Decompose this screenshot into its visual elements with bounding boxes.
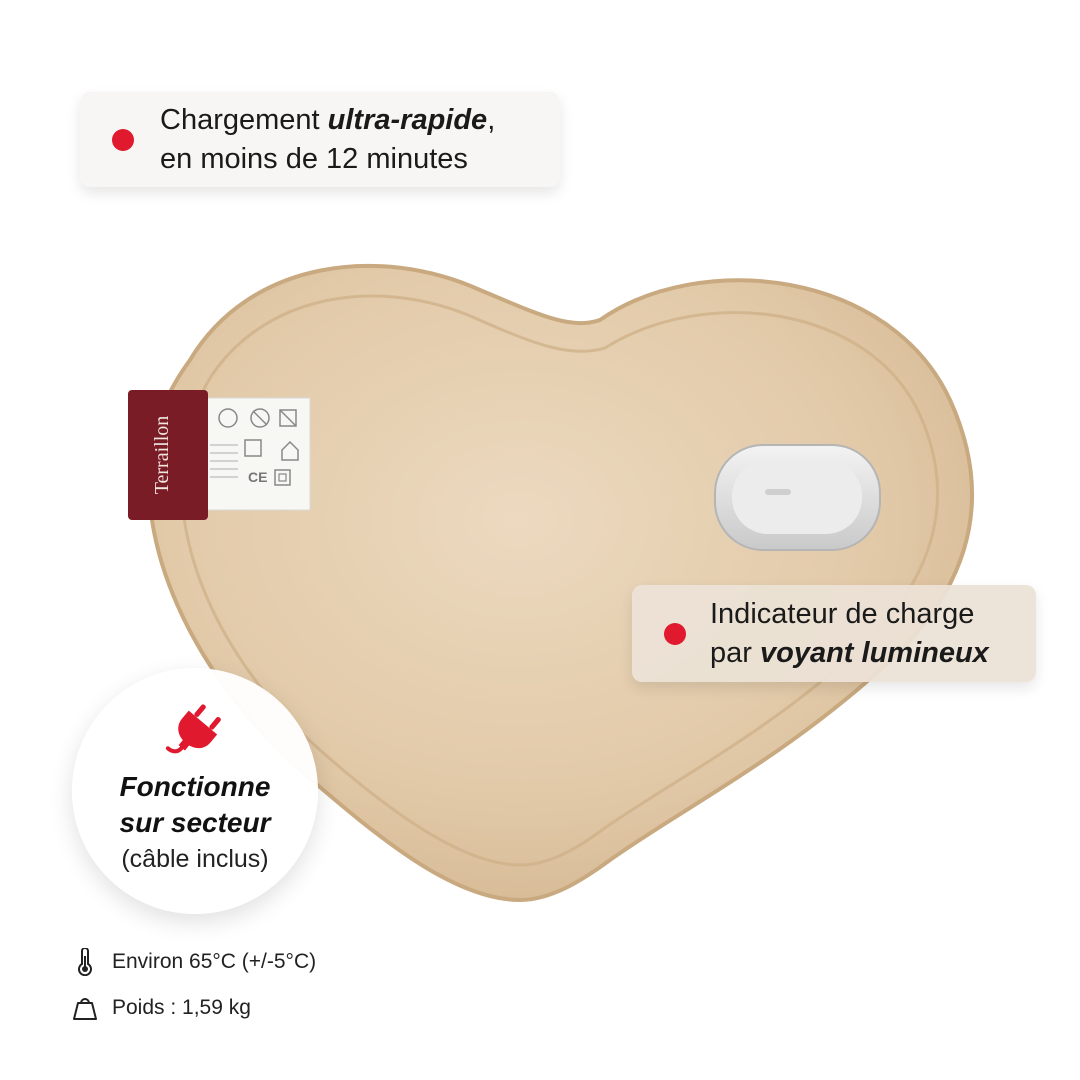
bullet-dot (664, 622, 686, 645)
svg-text:CE: CE (248, 469, 267, 485)
badge-line2: sur secteur (119, 807, 271, 838)
spec-temperature-text: Environ 65°C (+/-5°C) (112, 950, 317, 973)
specs-list: Environ 65°C (+/-5°C) Poids : 1,59 kg (72, 944, 316, 1036)
brand-tag (128, 390, 208, 520)
indicator-prefix: par (710, 636, 760, 669)
spec-temperature: Environ 65°C (+/-5°C) (72, 944, 316, 980)
spec-weight: Poids : 1,59 kg (72, 990, 316, 1026)
care-label (197, 397, 311, 511)
charging-emphasis: ultra-rapide (327, 103, 488, 136)
badge-line1: Fonctionne (119, 771, 271, 802)
brand-tag-text: Terraillon (151, 416, 173, 495)
callout-charging-text: Chargement ultra-rapide, en moins de 12 … (160, 101, 495, 179)
callout-indicator: Indicateur de charge par voyant lumineux (632, 585, 1036, 682)
callout-charging: Chargement ultra-rapide, en moins de 12 … (80, 92, 560, 187)
charging-prefix: Chargement (160, 103, 328, 136)
spec-weight-text: Poids : 1,59 kg (112, 996, 251, 1019)
indicator-emphasis: voyant lumineux (759, 636, 989, 669)
charging-line2: en moins de 12 minutes (160, 142, 468, 175)
weight-icon (73, 998, 97, 1020)
charging-suffix: , (487, 103, 496, 136)
badge-line3: (câble inclus) (121, 845, 269, 873)
thermometer-icon (78, 948, 92, 976)
callout-indicator-text: Indicateur de charge par voyant lumineux (710, 595, 989, 673)
mains-power-badge: Fonctionne sur secteur (câble inclus) (72, 668, 318, 914)
indicator-line1: Indicateur de charge (710, 597, 975, 630)
bullet-dot (112, 128, 134, 151)
heart-hot-water-bottle: CE Terraillon (128, 263, 975, 903)
plug-icon (165, 704, 221, 754)
